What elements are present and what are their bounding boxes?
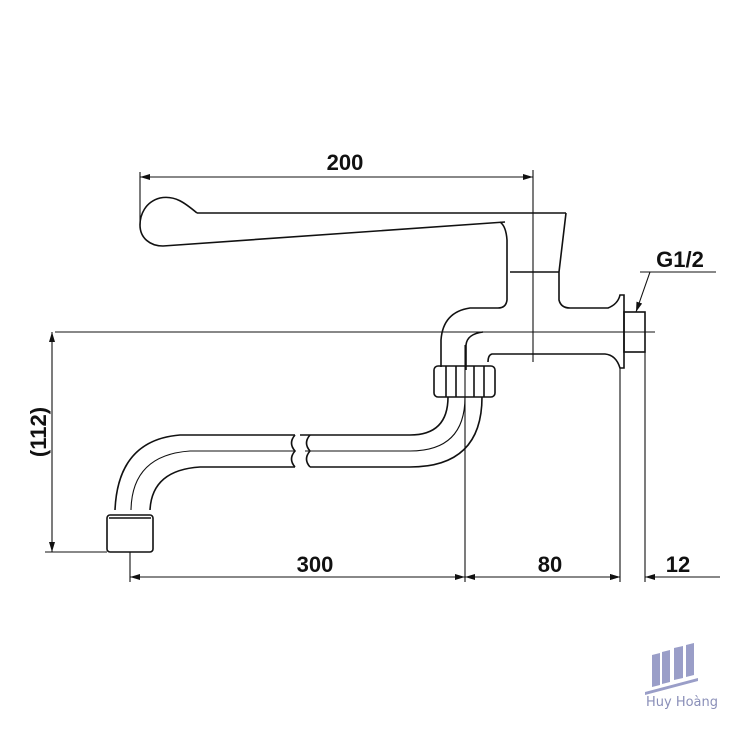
valve-body-left xyxy=(440,221,508,367)
brand-logo-icon xyxy=(645,643,698,695)
brand-name: Huy Hoàng xyxy=(646,695,718,710)
spout-pipe-top xyxy=(300,396,449,436)
spout-inner xyxy=(465,331,484,370)
dim-80-label: 80 xyxy=(538,552,562,577)
break-mark-left xyxy=(290,434,297,468)
lever-handle xyxy=(139,196,506,247)
aerator xyxy=(106,514,154,553)
dim-300-label: 300 xyxy=(297,552,334,577)
dim-112-label: (112) xyxy=(26,407,51,457)
thread-nut xyxy=(623,311,646,353)
valve-body xyxy=(487,212,625,369)
spout-left-bottom xyxy=(149,466,295,511)
thread-label: G1/2 xyxy=(656,247,704,272)
dim-12-label: 12 xyxy=(666,552,690,577)
break-mark-right xyxy=(305,434,312,468)
spout-left-top xyxy=(114,434,295,511)
spout-pipe-bottom xyxy=(310,396,483,468)
dim-200-label: 200 xyxy=(327,150,364,175)
